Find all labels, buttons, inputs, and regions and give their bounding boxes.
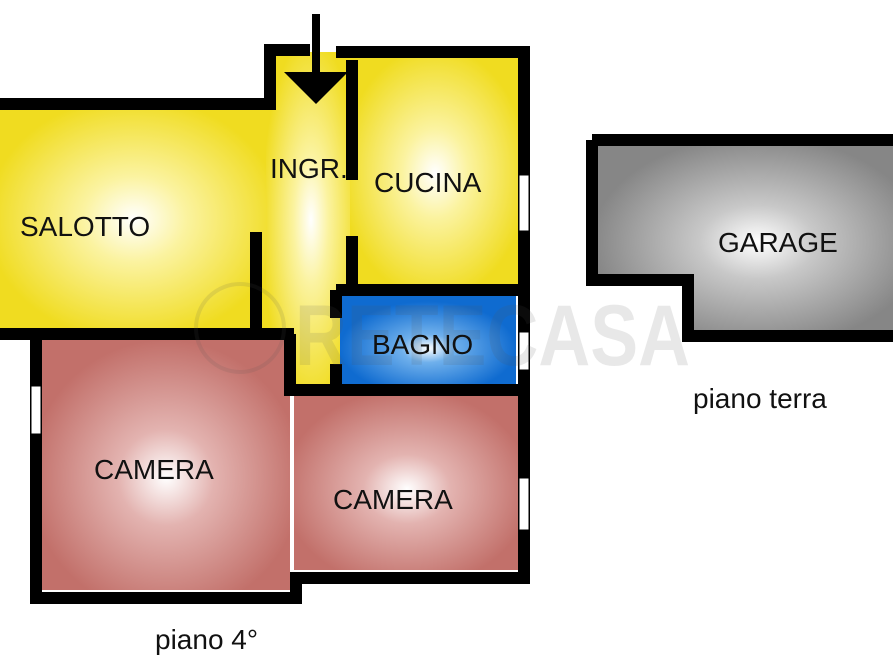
- room-bagno: [340, 292, 516, 386]
- room-salotto: [0, 108, 268, 330]
- label-camera-1: CAMERA: [94, 454, 214, 485]
- label-piano-4: piano 4°: [155, 624, 258, 655]
- label-garage: GARAGE: [718, 227, 838, 258]
- entrance-arrow-icon: [284, 14, 348, 104]
- room-camera-2: [294, 390, 520, 570]
- label-camera-2: CAMERA: [333, 484, 453, 515]
- label-piano-terra: piano terra: [693, 383, 827, 414]
- svg-text:RETECASA: RETECASA: [295, 288, 690, 384]
- room-camera-1: [42, 340, 290, 590]
- label-bagno: BAGNO: [372, 329, 473, 360]
- windows: [30, 174, 530, 531]
- room-cucina: [350, 58, 520, 288]
- watermark-logo: RETECASA: [194, 282, 690, 384]
- label-salotto: SALOTTO: [20, 211, 150, 242]
- room-garage: [592, 146, 893, 338]
- label-cucina: CUCINA: [374, 167, 482, 198]
- label-ingresso: INGR.: [270, 153, 348, 184]
- walls: [0, 44, 893, 604]
